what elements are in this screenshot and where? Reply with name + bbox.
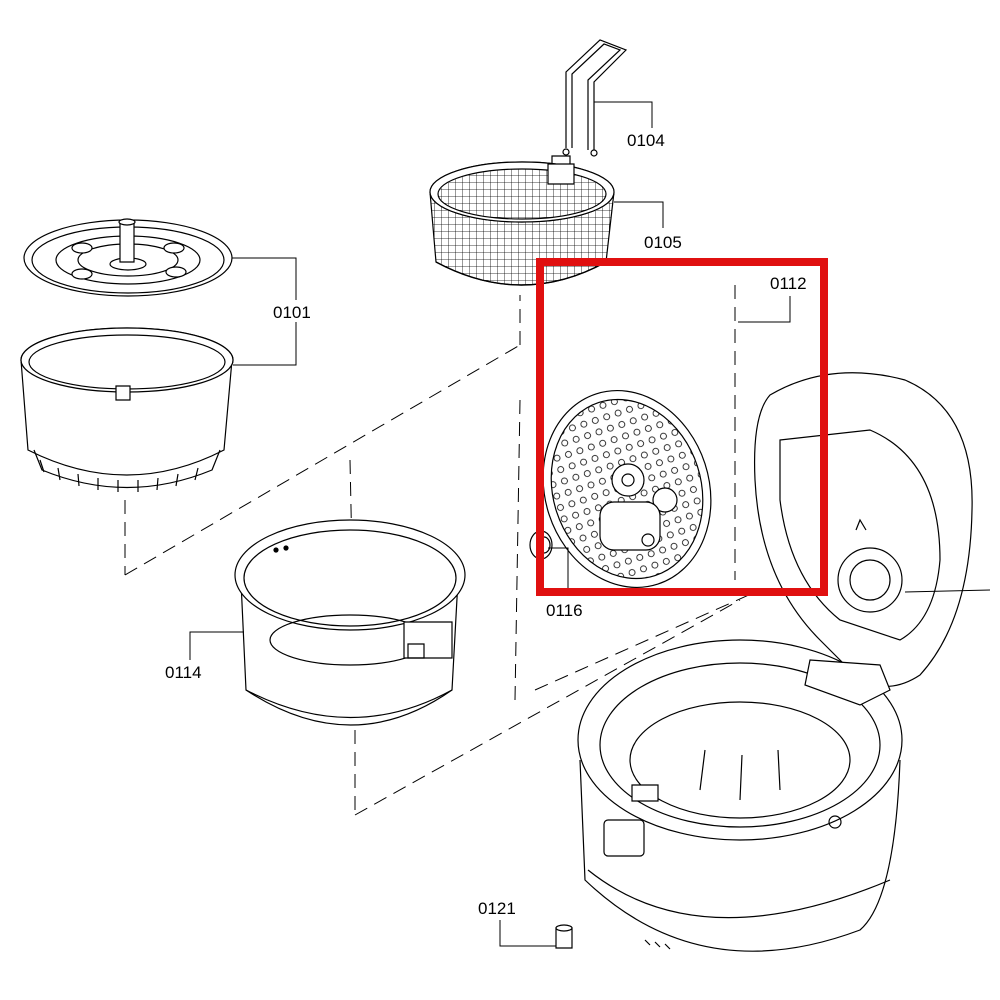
part-0112-inner-lid-plate[interactable] (518, 369, 736, 610)
part-0101-steam-tray[interactable] (24, 219, 232, 296)
label-0112[interactable]: 0112 (770, 274, 807, 293)
label-0101[interactable]: 0101 (273, 303, 311, 322)
assembly-guide-lines (124, 285, 761, 816)
leader-lines (189, 101, 991, 947)
label-0121[interactable]: 0121 (478, 899, 516, 918)
part-0101-perforated-bowl[interactable] (21, 328, 233, 492)
label-0116[interactable]: 0116 (546, 601, 583, 620)
cooker-main-body (578, 373, 972, 951)
label-0104[interactable]: 0104 (627, 131, 665, 150)
part-0104-basket-handle[interactable] (563, 40, 626, 156)
part-0121-foot[interactable] (556, 925, 572, 948)
label-0105[interactable]: 0105 (644, 233, 682, 252)
part-0114-inner-pot[interactable] (235, 520, 465, 725)
highlight-box-0112 (536, 258, 828, 596)
label-0114[interactable]: 0114 (165, 663, 202, 682)
